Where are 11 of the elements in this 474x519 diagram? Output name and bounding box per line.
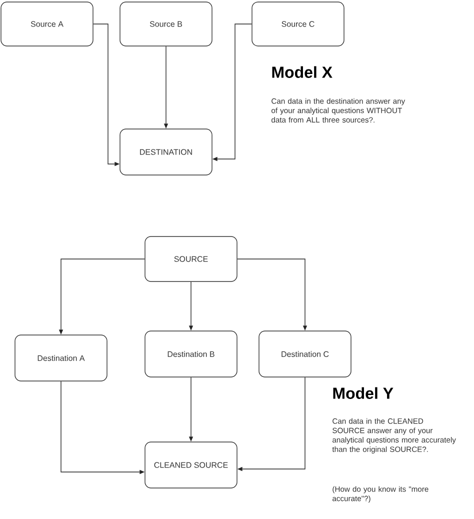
process-box: Source C bbox=[252, 2, 344, 46]
process-box: Destination B bbox=[144, 330, 238, 378]
process-box: Destination C bbox=[258, 330, 352, 378]
process-box: Source A bbox=[0, 2, 94, 46]
process-box: CLEANED SOURCE bbox=[144, 442, 238, 488]
heading: Model Y bbox=[333, 387, 394, 399]
process-box: Source B bbox=[120, 2, 212, 46]
process-box: SOURCE bbox=[144, 236, 238, 282]
process-box: Destination A bbox=[14, 334, 108, 382]
heading: Model X bbox=[272, 66, 332, 78]
process-box: DESTINATION bbox=[120, 128, 212, 176]
